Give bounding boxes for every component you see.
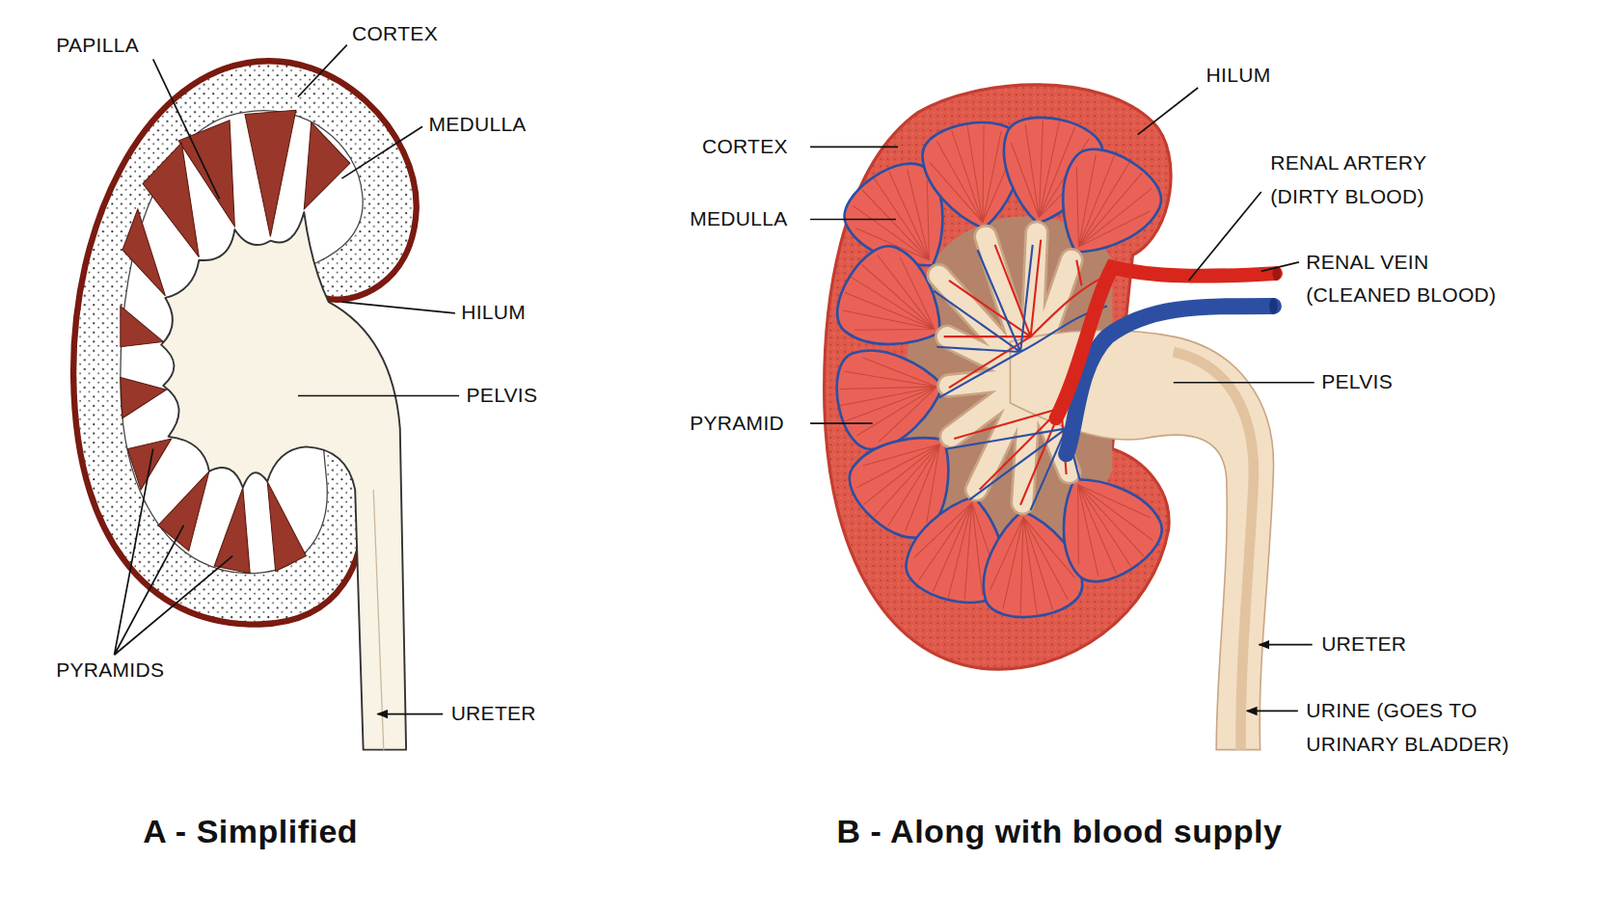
pelvis-and-ureter [1009,329,1274,750]
part-label: HILUM [461,296,526,330]
part-label: PYRAMIDS [55,653,164,688]
ureter-line [373,489,384,751]
panel-caption: B - Along with blood supply [837,810,1283,853]
part-label: URINE (GOES TO URINARY BLADDER) [1305,694,1552,761]
part-label: PELVIS [1321,365,1393,400]
part-label: PELVIS [466,379,539,413]
vein-opening [1269,298,1277,315]
part-label: PYRAMID [689,406,785,441]
ureter-shade [1173,352,1254,751]
renal-vein [1066,305,1275,454]
part-label: MEDULLA [689,202,787,237]
part-label: CORTEX [352,17,438,52]
part-label: MEDULLA [428,108,526,142]
part-label: PAPILLA [55,28,139,63]
panel-caption: A - Simplified [142,810,358,853]
pelvis-and-ureter [161,212,407,751]
part-label: URETER [451,697,537,732]
renal-artery [1056,267,1275,419]
part-label: HILUM [1206,58,1272,93]
part-label: RENAL ARTERY (DIRTY BLOOD) [1270,146,1468,214]
kidney-with-blood-supply [823,84,1281,751]
part-label: RENAL VEIN (CLEANED BLOOD) [1305,245,1538,313]
leader-lines [114,45,1315,715]
part-label: URETER [1321,627,1407,662]
part-label: CORTEX [702,130,788,164]
